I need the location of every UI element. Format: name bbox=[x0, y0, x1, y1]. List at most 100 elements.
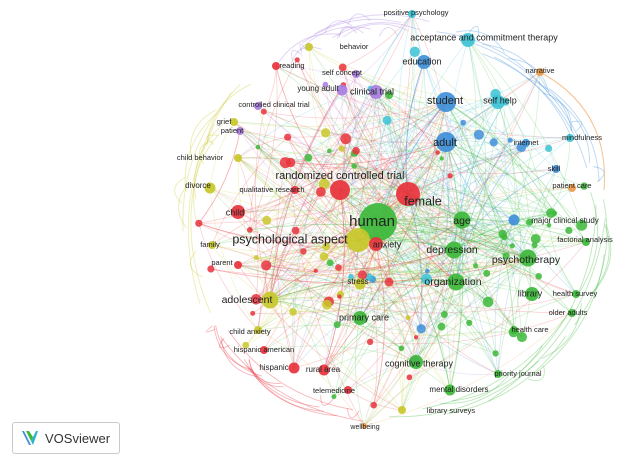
network-node-unlabeled[interactable] bbox=[320, 128, 331, 138]
network-node-divorce[interactable] bbox=[204, 182, 216, 194]
network-node-internet[interactable] bbox=[522, 139, 530, 147]
network-node-unlabeled[interactable] bbox=[195, 219, 203, 227]
network-node-parent[interactable] bbox=[234, 261, 242, 269]
network-node-unlabeled[interactable] bbox=[326, 259, 334, 267]
network-node-unlabeled[interactable] bbox=[416, 324, 426, 334]
network-node-unlabeled[interactable] bbox=[489, 138, 498, 147]
network-node-unlabeled[interactable] bbox=[246, 227, 253, 233]
network-node-priority-journal[interactable] bbox=[494, 370, 502, 378]
network-node-mental-disorders[interactable] bbox=[444, 384, 456, 396]
network-node-unlabeled[interactable] bbox=[526, 218, 534, 226]
network-node-unlabeled[interactable] bbox=[338, 63, 347, 72]
network-node-unlabeled[interactable] bbox=[357, 270, 368, 280]
network-node-self-concept[interactable] bbox=[352, 70, 360, 78]
network-node-unlabeled[interactable] bbox=[535, 273, 542, 280]
network-node-young-adult[interactable] bbox=[336, 84, 348, 96]
network-node-family[interactable] bbox=[208, 241, 216, 249]
network-node-unlabeled[interactable] bbox=[509, 243, 515, 249]
network-node-anxiety[interactable] bbox=[369, 237, 383, 251]
network-node-unlabeled[interactable] bbox=[425, 268, 430, 274]
network-node-hispanic-american[interactable] bbox=[260, 346, 268, 354]
network-node-unlabeled[interactable] bbox=[300, 248, 307, 255]
network-node-library-surveys[interactable] bbox=[398, 406, 406, 414]
network-node-unlabeled[interactable] bbox=[516, 331, 528, 343]
network-node-unlabeled[interactable] bbox=[279, 157, 291, 169]
network-node-skill[interactable] bbox=[552, 165, 560, 173]
network-node-unlabeled[interactable] bbox=[294, 57, 300, 63]
network-node-unlabeled[interactable] bbox=[406, 374, 413, 381]
network-node-unlabeled[interactable] bbox=[370, 401, 378, 409]
network-node-unlabeled[interactable] bbox=[322, 242, 330, 251]
network-node-patient[interactable] bbox=[236, 127, 244, 135]
network-node-unlabeled[interactable] bbox=[439, 156, 444, 161]
network-node-unlabeled[interactable] bbox=[473, 263, 478, 269]
network-node-unlabeled[interactable] bbox=[546, 222, 552, 228]
network-node-unlabeled[interactable] bbox=[262, 215, 272, 225]
network-node-unlabeled[interactable] bbox=[340, 133, 352, 145]
network-node-unlabeled[interactable] bbox=[437, 322, 446, 331]
network-node-unlabeled[interactable] bbox=[261, 260, 272, 271]
network-node-child[interactable] bbox=[231, 205, 245, 219]
network-node-unlabeled[interactable] bbox=[260, 108, 267, 115]
network-node-positive-psychology[interactable] bbox=[408, 10, 416, 18]
network-node-controlled-clinical-trial[interactable] bbox=[254, 102, 262, 110]
network-node-self-help[interactable] bbox=[491, 95, 505, 109]
network-node-unlabeled[interactable] bbox=[319, 252, 329, 261]
network-node-unlabeled[interactable] bbox=[545, 144, 553, 152]
network-node-unlabeled[interactable] bbox=[331, 394, 337, 400]
network-node-unlabeled[interactable] bbox=[304, 153, 313, 162]
network-node-unlabeled[interactable] bbox=[531, 242, 538, 249]
network-node-unlabeled[interactable] bbox=[507, 137, 513, 143]
network-node-unlabeled[interactable] bbox=[466, 319, 473, 326]
network-node-unlabeled[interactable] bbox=[405, 315, 411, 321]
network-node-randomized-controlled-trial[interactable] bbox=[330, 180, 350, 200]
network-node-unlabeled[interactable] bbox=[250, 294, 262, 305]
network-node-unlabeled[interactable] bbox=[291, 226, 300, 235]
network-node-unlabeled[interactable] bbox=[348, 273, 354, 280]
network-node-unlabeled[interactable] bbox=[382, 115, 392, 125]
network-node-psychotherapy[interactable] bbox=[519, 249, 537, 267]
network-node-factorial-analysis[interactable] bbox=[582, 238, 590, 246]
network-node-unlabeled[interactable] bbox=[366, 338, 374, 345]
network-node-unlabeled[interactable] bbox=[318, 178, 330, 190]
network-node-unlabeled[interactable] bbox=[580, 182, 588, 190]
network-node-unlabeled[interactable] bbox=[530, 234, 541, 244]
network-node-patient-care[interactable] bbox=[568, 184, 576, 192]
network-node-unlabeled[interactable] bbox=[337, 294, 342, 299]
network-node-adolescent[interactable] bbox=[261, 291, 279, 309]
network-node-unlabeled[interactable] bbox=[335, 264, 342, 271]
network-node-unlabeled[interactable] bbox=[398, 345, 405, 352]
network-node-unlabeled[interactable] bbox=[447, 173, 453, 179]
network-node-unlabeled[interactable] bbox=[552, 210, 558, 216]
network-node-unlabeled[interactable] bbox=[207, 265, 215, 273]
network-node-unlabeled[interactable] bbox=[576, 219, 588, 231]
network-node-mindfulness[interactable] bbox=[566, 134, 574, 142]
network-node-education[interactable] bbox=[417, 55, 431, 69]
network-node-unlabeled[interactable] bbox=[255, 144, 261, 150]
network-node-unlabeled[interactable] bbox=[409, 46, 420, 57]
network-node-telemedicine[interactable] bbox=[344, 386, 352, 394]
network-node-unlabeled[interactable] bbox=[327, 148, 332, 154]
network-node-unlabeled[interactable] bbox=[289, 308, 297, 316]
network-node-unlabeled[interactable] bbox=[284, 133, 292, 141]
network-node-unlabeled[interactable] bbox=[384, 277, 394, 287]
network-node-unlabeled[interactable] bbox=[333, 321, 341, 329]
network-node-unlabeled[interactable] bbox=[316, 187, 326, 197]
network-node-unlabeled[interactable] bbox=[242, 341, 250, 349]
network-node-reading[interactable] bbox=[272, 62, 280, 70]
network-node-unlabeled[interactable] bbox=[483, 269, 491, 277]
network-node-acceptance-and-commitment-therapy[interactable] bbox=[461, 33, 475, 47]
network-node-unlabeled[interactable] bbox=[440, 311, 448, 318]
network-node-student[interactable] bbox=[436, 92, 456, 112]
network-node-child-anxiety[interactable] bbox=[254, 326, 262, 334]
network-node-unlabeled[interactable] bbox=[460, 119, 467, 126]
network-node-health-survey[interactable] bbox=[572, 290, 580, 298]
network-node-stress[interactable] bbox=[354, 278, 366, 290]
network-node-unlabeled[interactable] bbox=[565, 226, 573, 234]
network-node-clinical-trial[interactable] bbox=[369, 85, 383, 99]
network-node-unlabeled[interactable] bbox=[384, 90, 394, 100]
network-node-unlabeled[interactable] bbox=[482, 296, 494, 308]
network-node-unlabeled[interactable] bbox=[250, 310, 256, 316]
network-node-unlabeled[interactable] bbox=[351, 163, 358, 169]
